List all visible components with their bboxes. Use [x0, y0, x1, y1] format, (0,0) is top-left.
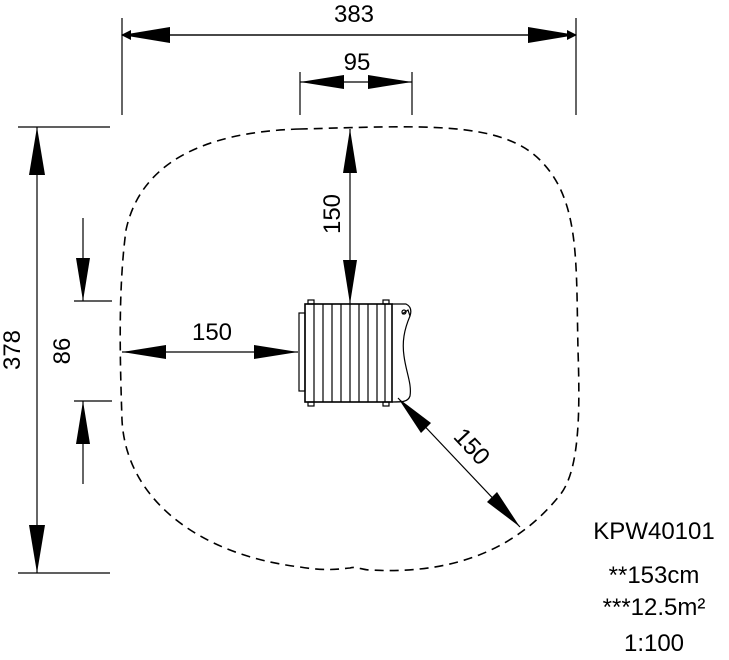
clearance-top-label: 150 [319, 194, 346, 234]
clearance-left-dimension: 150 [122, 319, 298, 359]
drawing-scale: 1:100 [624, 630, 684, 657]
safety-area: ***12.5m² [603, 594, 706, 621]
clearance-top-dimension: 150 [319, 129, 357, 304]
fall-height: **153cm [609, 562, 700, 589]
product-info: KPW40101 **153cm ***12.5m² 1:100 [593, 518, 714, 657]
clearance-diagonal-label: 150 [448, 423, 495, 471]
equipment-width-label: 95 [344, 49, 371, 76]
clearance-left-label: 150 [192, 319, 232, 346]
equipment-width-dimension: 95 [299, 49, 413, 115]
safety-zone-outline [119, 126, 580, 572]
overall-depth-label: 378 [0, 330, 26, 370]
product-code: KPW40101 [593, 518, 714, 545]
overall-width-dimension: 383 [121, 1, 577, 115]
equipment-depth-dimension: 86 [49, 218, 112, 484]
deck-slats [313, 304, 386, 402]
equipment-depth-label: 86 [49, 338, 76, 365]
equipment-plan [298, 299, 412, 407]
clearance-diagonal-dimension: 150 [397, 397, 521, 528]
overall-width-label: 383 [334, 1, 374, 28]
overall-depth-dimension: 378 [0, 126, 110, 574]
